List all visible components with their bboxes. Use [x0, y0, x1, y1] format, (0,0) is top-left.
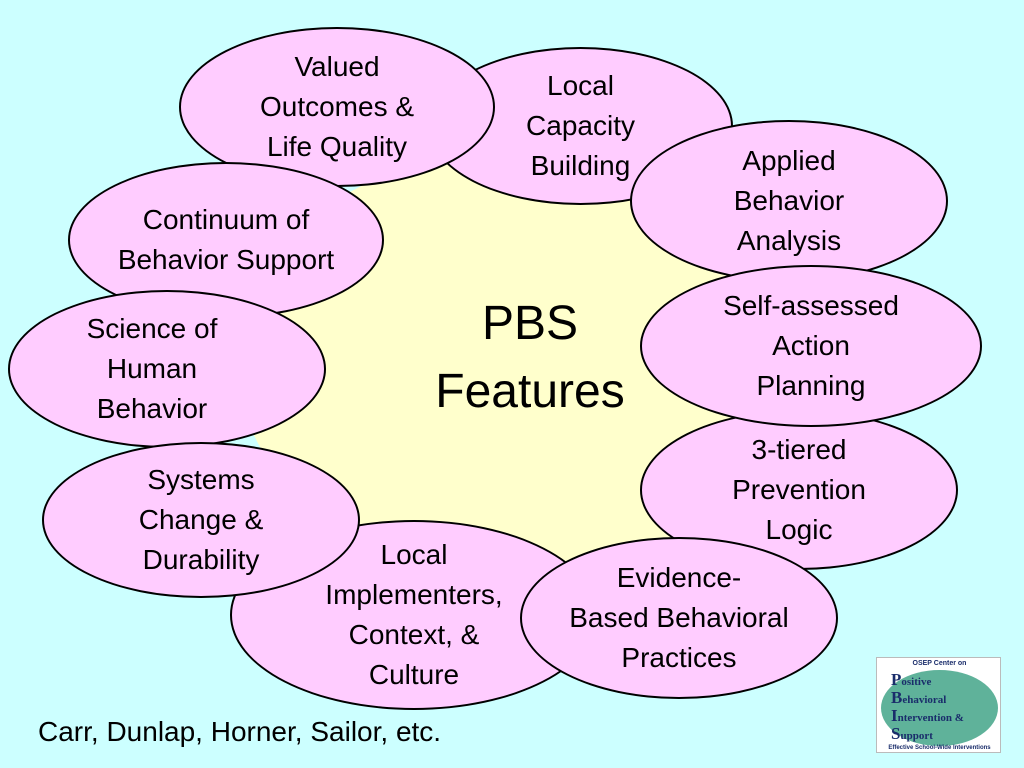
feature-line: Change & [138, 504, 264, 535]
feature-line: Building [530, 150, 631, 181]
logo-word: upport [900, 730, 933, 742]
feature-line: Capacity [526, 110, 635, 141]
logo-word: ehavioral [902, 694, 947, 706]
logo-letter: B [891, 688, 903, 707]
logo-letter: S [891, 724, 901, 743]
feature-line: Behavior Support [117, 244, 335, 275]
feature-line: Practices [621, 642, 737, 673]
feature-valued-outcomes: Valued Outcomes & Life Quality [179, 27, 495, 187]
logo-top-text: OSEP Center on [912, 660, 967, 667]
center-title-line-2: Features [435, 365, 625, 418]
feature-line: Implementers, [325, 579, 503, 610]
logo-circle [881, 670, 998, 746]
feature-line: Analysis [736, 225, 842, 256]
pbis-logo: OSEP Center on Positive Behavioral Inter… [876, 657, 1001, 753]
feature-line: Durability [142, 544, 260, 575]
feature-line: 3-tiered [751, 434, 847, 465]
feature-line: Culture [368, 659, 460, 690]
feature-line: Life Quality [266, 131, 408, 162]
logo-word: ositive [901, 676, 932, 688]
feature-line: Applied [742, 145, 836, 176]
feature-line: Logic [765, 514, 833, 545]
feature-line: Outcomes & [259, 91, 415, 122]
center-title: PBS Features [380, 290, 680, 426]
logo-bottom-text: Effective School-Wide Interventions [888, 745, 991, 751]
feature-line: Based Behavioral [569, 602, 789, 633]
feature-applied-behavior-analysis: Applied Behavior Analysis [630, 120, 948, 282]
feature-systems-change: Systems Change & Durability [42, 442, 360, 598]
feature-line: Continuum of [142, 204, 310, 235]
feature-line: Behavior [96, 393, 208, 424]
feature-line: Science of [86, 313, 218, 344]
feature-line: Systems [147, 464, 255, 495]
feature-line: Human [106, 353, 198, 384]
center-title-line-1: PBS [481, 297, 579, 350]
logo-letters: Positive Behavioral Intervention & Suppo… [891, 670, 1001, 744]
feature-line: Action [772, 330, 850, 361]
feature-line: Evidence- [616, 562, 742, 593]
logo-letter: P [891, 670, 902, 689]
feature-line: Context, & [348, 619, 480, 650]
feature-evidence-based: Evidence- Based Behavioral Practices [520, 537, 838, 699]
feature-line: Self-assessed [723, 290, 899, 321]
logo-letter: I [891, 706, 898, 725]
feature-line: Planning [756, 370, 866, 401]
feature-line: Local [547, 70, 614, 101]
feature-line: Behavior [733, 185, 845, 216]
logo-word: ntervention [897, 712, 953, 724]
feature-continuum: Continuum of Behavior Support [68, 162, 384, 318]
feature-science: Science of Human Behavior [8, 290, 326, 448]
feature-line: Prevention [732, 474, 866, 505]
logo-amp: & [954, 712, 964, 724]
citation-text: Carr, Dunlap, Horner, Sailor, etc. [38, 716, 442, 747]
feature-self-assessed: Self-assessed Action Planning [640, 265, 982, 427]
feature-line: Local [380, 539, 448, 570]
feature-line: Valued [294, 51, 380, 82]
